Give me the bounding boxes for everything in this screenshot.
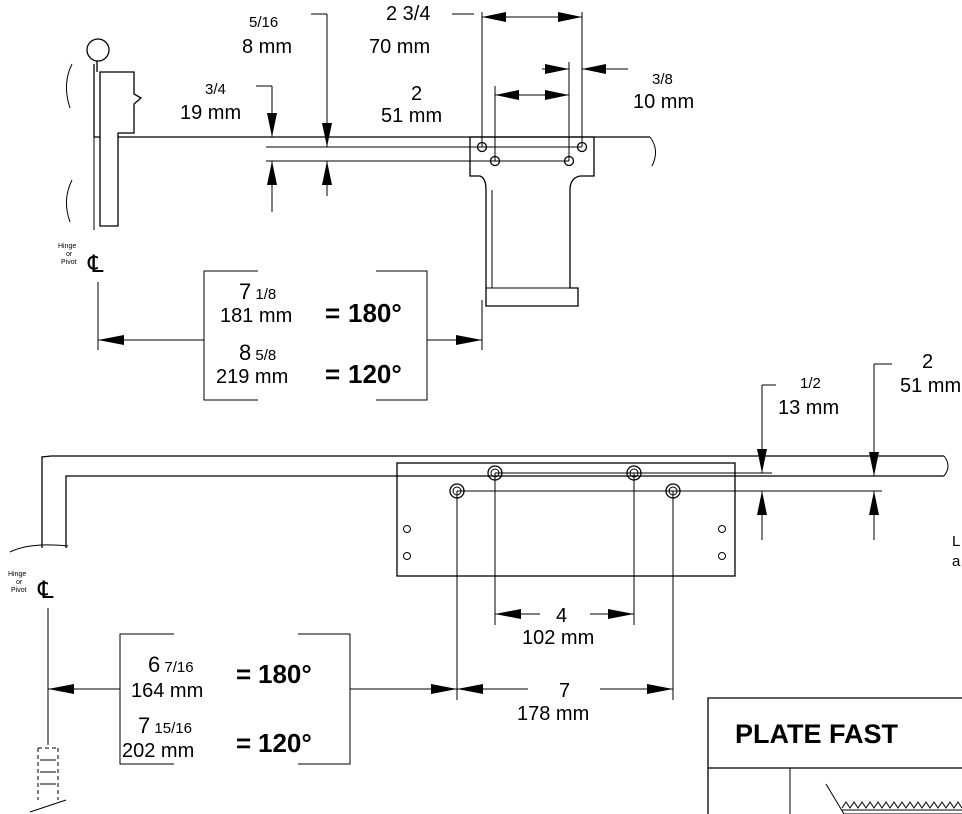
dim-2-metric: 51 mm (381, 105, 442, 127)
door-break (649, 136, 656, 167)
dim-2-frac: 2 (922, 351, 933, 373)
dim-2-frac: 2 (411, 83, 422, 105)
arrowhead (757, 449, 767, 473)
dist-180-equals: = (236, 659, 251, 689)
dim-5-16-metric: 8 mm (242, 36, 292, 58)
hinge-label-line1: Hinge (8, 571, 26, 578)
edge-text-line1: L (952, 533, 960, 550)
hinge-label-line3: Pivot (61, 259, 77, 266)
dim-bracket-left (119, 633, 174, 765)
edge-text-line2: a (952, 553, 961, 570)
dim-bracket-left (203, 270, 258, 401)
dist-180-frac: 6 7/16 (148, 652, 194, 677)
arrowhead (456, 335, 482, 345)
dim-1-2-metric: 13 mm (778, 397, 839, 419)
arrowhead (322, 123, 332, 147)
dim-bracket-right (298, 633, 351, 765)
screw-illustration (825, 783, 962, 814)
dist-120-equals: = (236, 728, 251, 758)
dim-2-3-4-frac: 2 3/4 (386, 3, 430, 25)
arrowhead (757, 491, 767, 515)
dist-120-metric: 202 mm (122, 740, 194, 762)
arrowhead (495, 609, 521, 619)
dim-3-4-frac: 3/4 (205, 81, 226, 98)
table-outline (707, 697, 962, 814)
hinge-label-line2: or (66, 251, 73, 258)
dist-120-angle: 120° (258, 728, 312, 758)
dim-bracket-right (376, 270, 428, 401)
hinge-label-line3: Pivot (11, 587, 27, 594)
arrowhead (267, 113, 277, 137)
dim-4-frac: 4 (556, 605, 567, 627)
dist-180-metric: 164 mm (131, 680, 203, 702)
dim-2-3-4-metric: 70 mm (369, 36, 430, 58)
frame-break (9, 544, 69, 553)
arrowhead (869, 452, 879, 476)
mounting-bracket (469, 136, 595, 307)
dim-4-metric: 102 mm (522, 627, 594, 649)
door-frame-outer (41, 455, 944, 548)
dim-1-2-frac: 1/2 (800, 375, 821, 392)
dim-3-4-metric: 19 mm (180, 102, 241, 124)
centerline-symbol: ℄ (37, 577, 54, 604)
dim-7-frac: 7 (559, 680, 570, 702)
top-diagram: Hinge or Pivot ℄ 2 3/4 70 mm 3/ (58, 3, 694, 401)
dist-120-frac: 8 5/8 (239, 340, 276, 365)
arrowhead (558, 12, 582, 22)
dist-180-frac: 7 1/8 (239, 279, 276, 304)
arrowhead (48, 684, 74, 694)
door-break (943, 455, 949, 477)
arrowhead (608, 609, 634, 619)
dist-180-metric: 181 mm (220, 305, 292, 327)
dist-120-metric: 219 mm (216, 366, 288, 388)
plate-fasteners-table: PLATE FAST (707, 697, 962, 814)
dist-120-frac: 7 15/16 (138, 713, 192, 738)
hinge-section (29, 747, 67, 813)
arrowhead (431, 684, 457, 694)
arrowhead (457, 684, 483, 694)
dist-120-angle: 120° (348, 359, 402, 389)
frame-profile (93, 64, 143, 227)
dist-180-angle: 180° (258, 659, 312, 689)
dim-2-metric: 51 mm (900, 375, 961, 397)
plate-holes (403, 465, 726, 560)
hinge-knob (86, 38, 110, 62)
arrowhead (98, 335, 124, 345)
dist-180-angle: 180° (348, 298, 402, 328)
arrowhead (267, 161, 277, 185)
dist-180-equals: = (325, 298, 340, 328)
mounting-plate (396, 462, 736, 577)
hinge-label-line1: Hinge (58, 243, 76, 250)
arrowhead (545, 64, 569, 74)
bottom-diagram: 1/2 13 mm 2 51 mm L a Hinge or Pivot ℄ (8, 351, 961, 813)
dist-120-equals: = (325, 359, 340, 389)
frame-break-lower (66, 179, 73, 223)
arrowhead (647, 684, 673, 694)
dim-3-8-frac: 3/8 (652, 71, 673, 88)
arrowhead (582, 64, 606, 74)
centerline-symbol: ℄ (87, 251, 104, 278)
arrowhead (545, 90, 569, 100)
door-frame-inner (65, 475, 944, 548)
frame-break-left (66, 63, 73, 109)
dim-5-16-frac: 5/16 (249, 14, 278, 31)
arrowhead (322, 161, 332, 185)
arrowhead (482, 12, 506, 22)
table-title: PLATE FAST (735, 719, 899, 749)
dim-7-metric: 178 mm (517, 703, 589, 725)
dim-3-8-metric: 10 mm (633, 91, 694, 113)
arrowhead (495, 90, 519, 100)
arrowhead (869, 491, 879, 515)
hinge-label-line2: or (16, 579, 23, 586)
